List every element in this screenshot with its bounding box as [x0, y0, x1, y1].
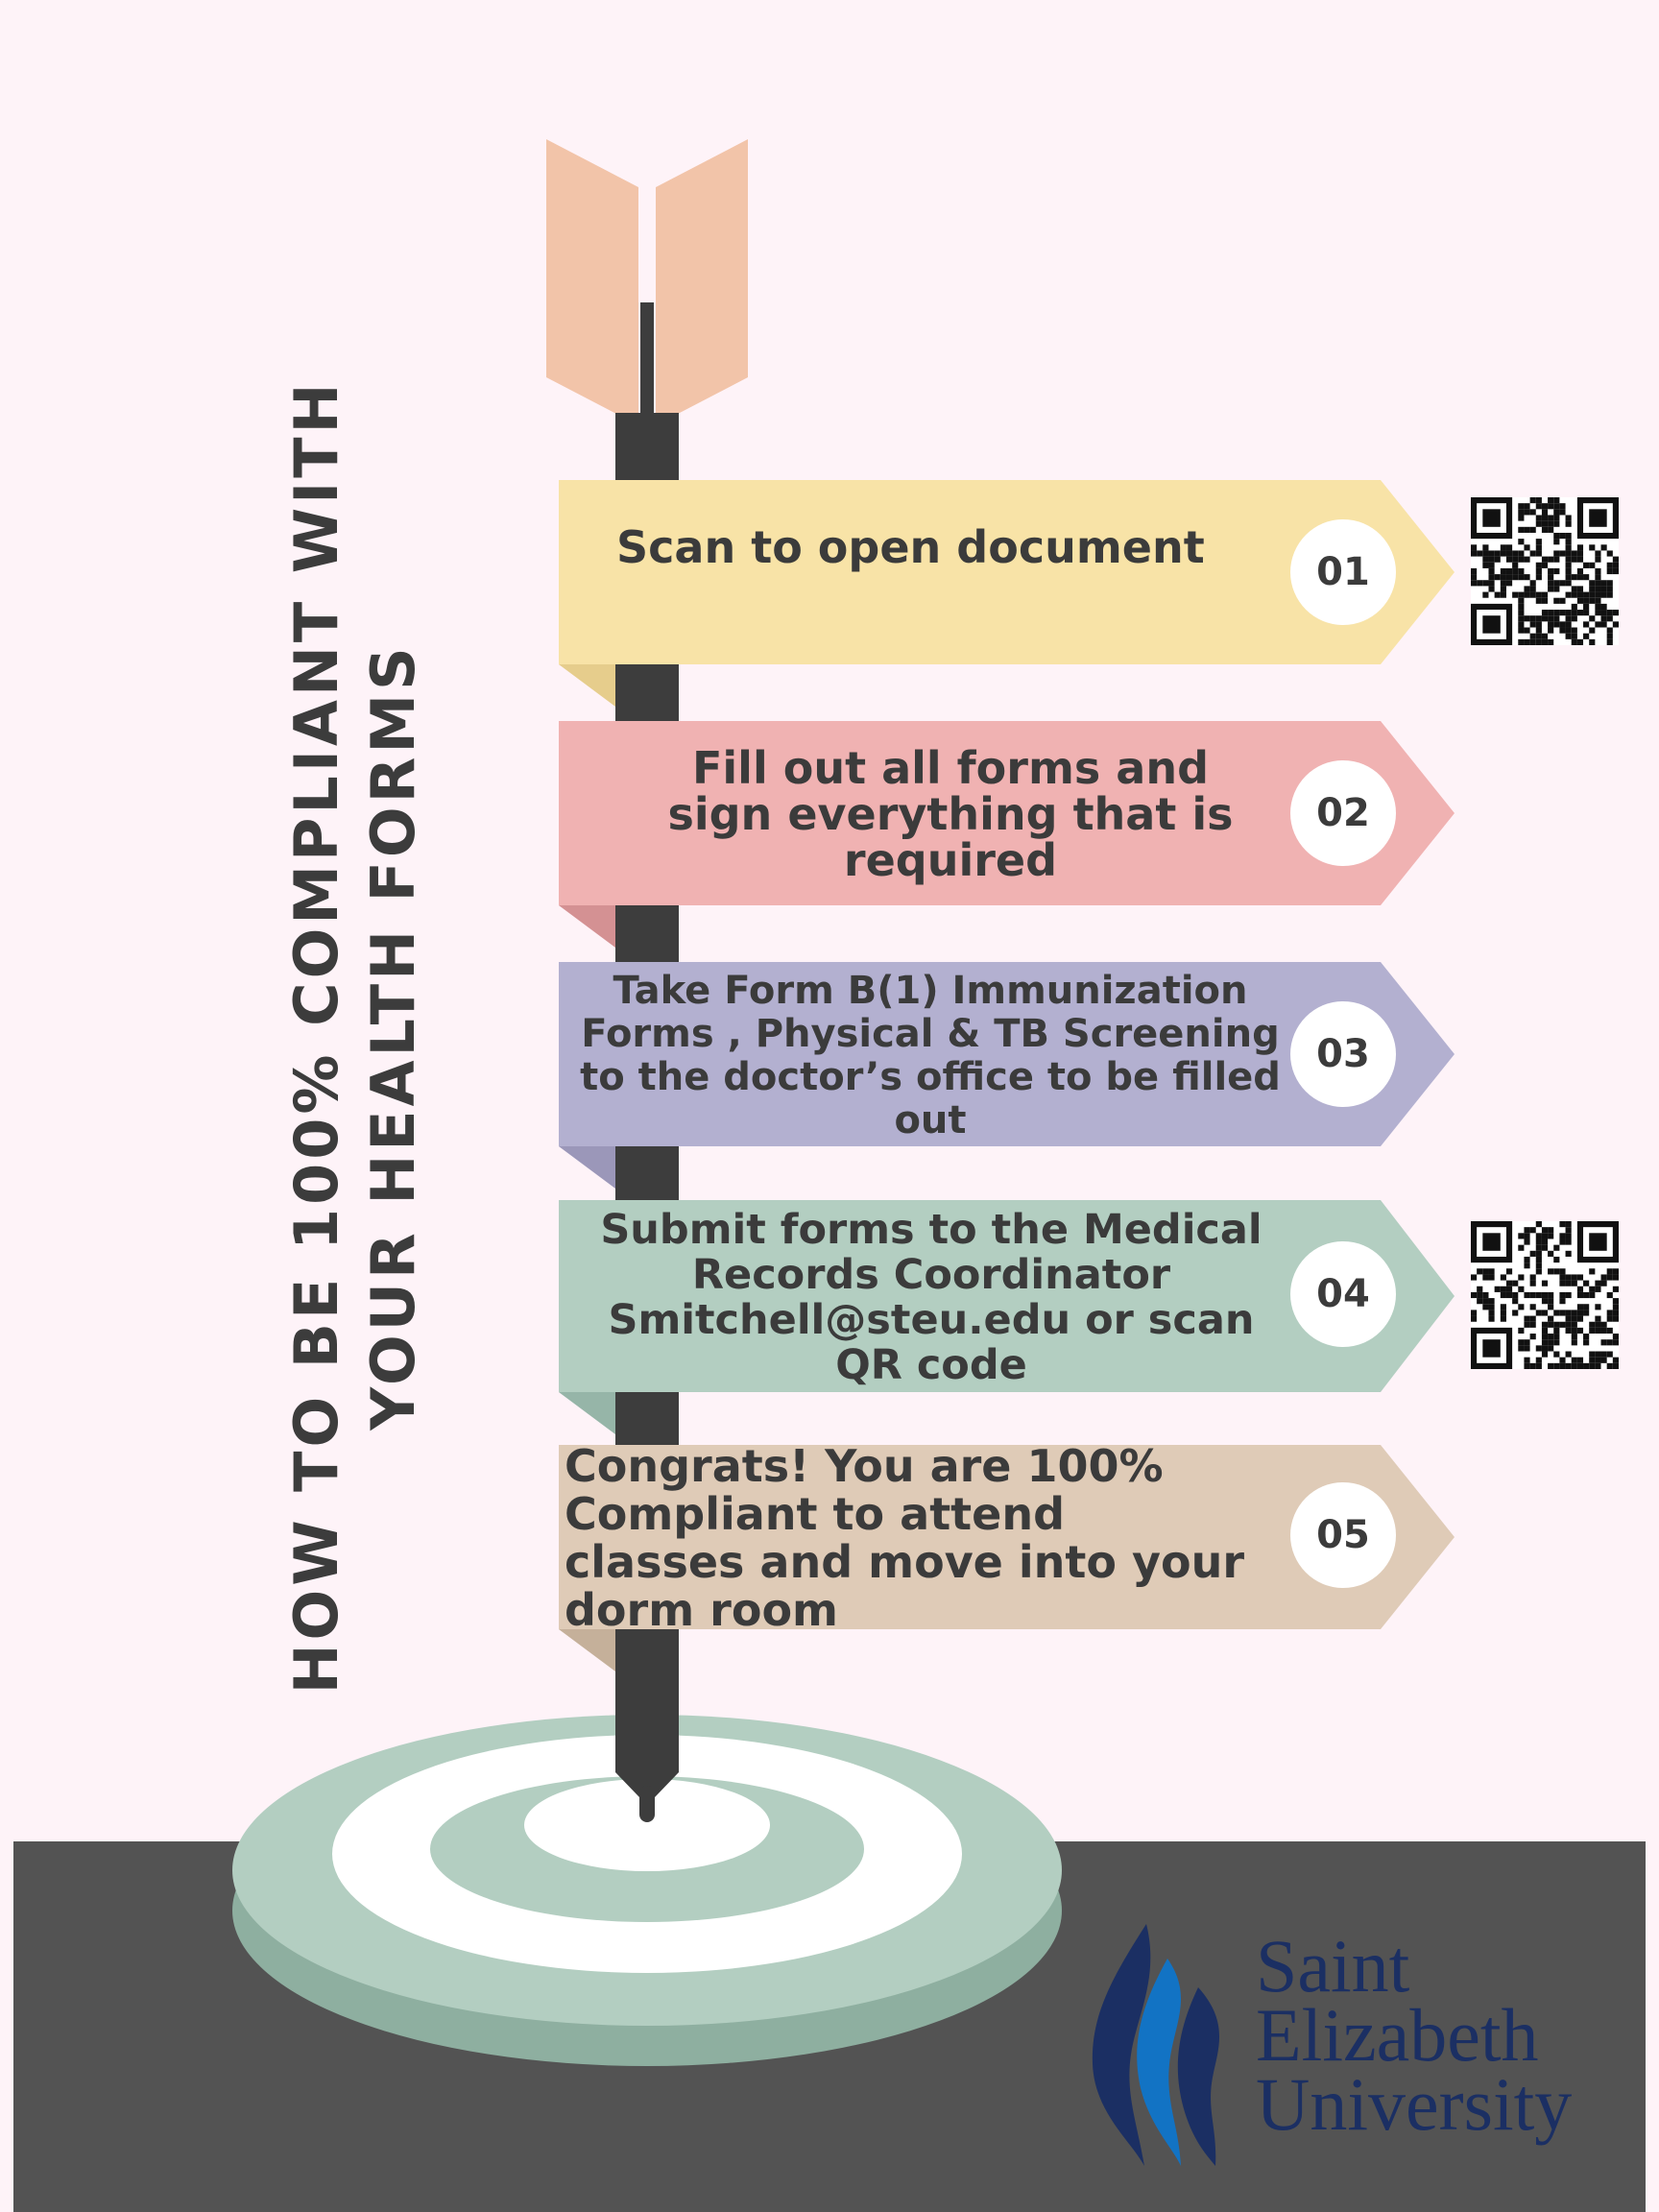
logo-wordmark: Saint Elizabeth University	[1256, 1924, 1573, 2146]
signpost-fold	[559, 1629, 615, 1671]
signpost-step-03	[559, 962, 1455, 1146]
signpost-step-02	[559, 721, 1455, 905]
qr-code-icon[interactable]	[1471, 497, 1619, 645]
signpost-step-01	[559, 480, 1455, 664]
logo-line-3: University	[1256, 2062, 1573, 2146]
signpost-fold	[559, 905, 615, 948]
logo-line-1: Saint	[1256, 1924, 1410, 2008]
flame-logo-icon	[1092, 1924, 1220, 2166]
qr-code-icon[interactable]	[1471, 1221, 1619, 1369]
step-03-text: Take Form B(1) Immunization Forms , Phys…	[580, 969, 1281, 1142]
step-05-text: Congrats! You are 100% Compliant to atte…	[565, 1440, 1245, 1636]
signpost-fold	[559, 664, 615, 707]
step-signposts	[559, 480, 1455, 1671]
step-02-text: Fill out all forms and sign everything t…	[667, 742, 1234, 886]
step-03-number: 03	[1290, 1001, 1396, 1107]
target-icon	[232, 1715, 1062, 2066]
signpost-fold	[559, 1392, 615, 1434]
university-logo	[1092, 1924, 1220, 2166]
step-04-text: Submit forms to the Medical Records Coor…	[600, 1206, 1262, 1389]
signpost-step-05	[559, 1445, 1455, 1629]
step-05-number: 05	[1290, 1482, 1396, 1588]
signpost-step-04	[559, 1200, 1455, 1392]
step-01-text: Scan to open document	[616, 521, 1205, 573]
logo-line-2: Elizabeth	[1256, 1993, 1539, 2077]
step-01-number: 01	[1290, 519, 1396, 625]
signpost-fold	[559, 1146, 615, 1189]
page-title: HOW TO BE 100% COMPLIANT WITH YOUR HEALT…	[281, 379, 428, 1695]
arrow-fletching-icon	[546, 139, 748, 425]
step-04-number: 04	[1290, 1241, 1396, 1347]
step-02-number: 02	[1290, 760, 1396, 866]
